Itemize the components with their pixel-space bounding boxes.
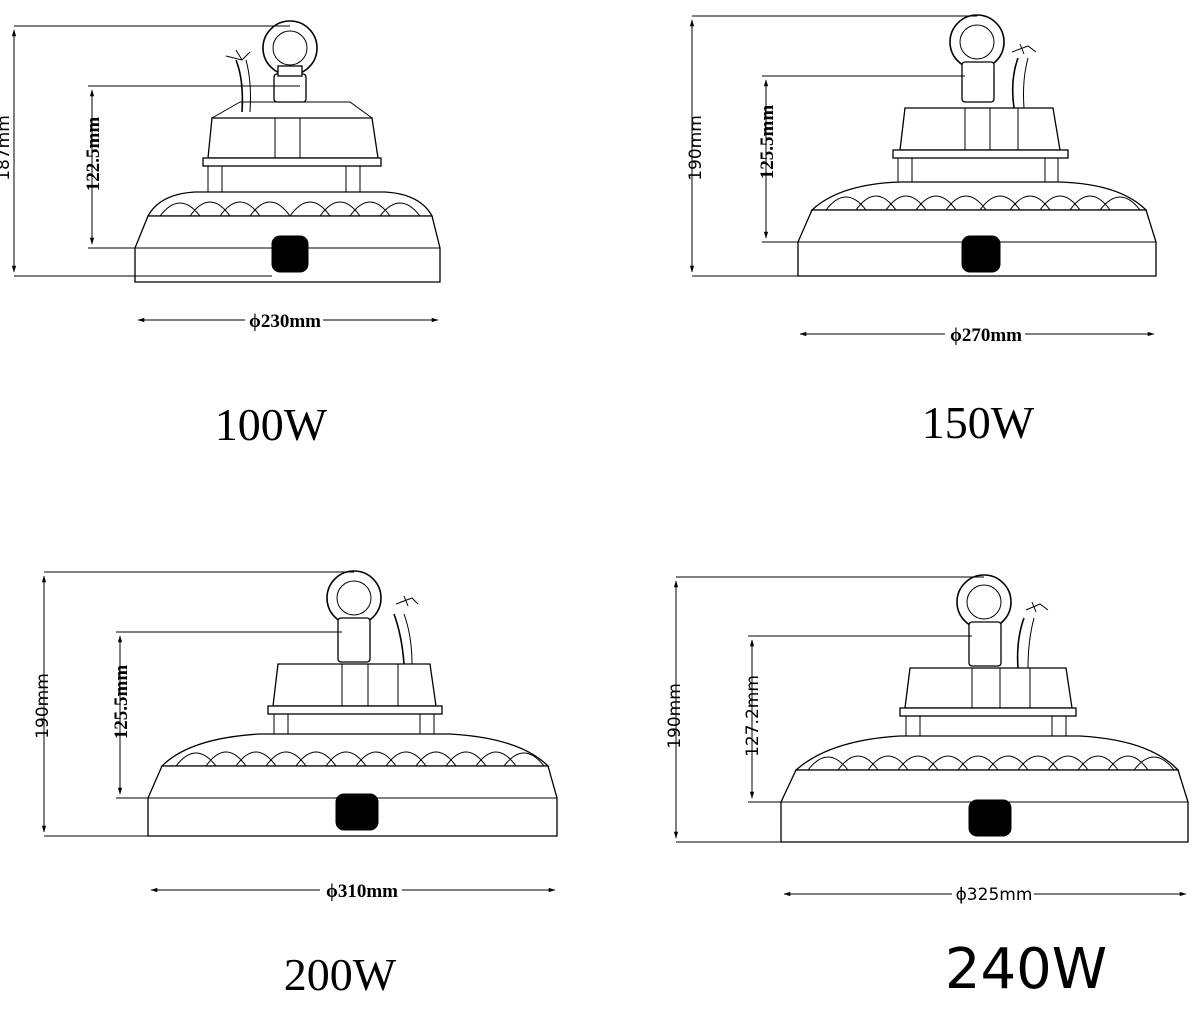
sensor-icon — [961, 235, 1001, 273]
wattage-label: 240W — [945, 937, 1107, 1002]
sensor-icon — [968, 799, 1012, 837]
lamp-150w-drawing: 190mm 125.5mm ϕ270mm 150W — [686, 14, 1157, 448]
heat-sink-fins — [146, 191, 434, 217]
driver-housing — [904, 667, 1073, 709]
body-height-label: 127.2mm — [743, 675, 763, 757]
cable-gland-icon — [235, 59, 244, 113]
diameter-label: ϕ270mm — [950, 325, 1022, 346]
overall-height-label: 190mm — [686, 115, 706, 181]
sensor-icon — [271, 235, 309, 273]
overall-height-label: 190mm — [665, 683, 685, 749]
lamp-200w-drawing: 190mm 125.5mm ϕ310mm 200W — [33, 570, 558, 1000]
cable-gland-icon — [1011, 57, 1019, 109]
sensor-icon — [335, 793, 379, 831]
diameter-label: ϕ310mm — [326, 881, 398, 902]
driver-housing — [899, 107, 1061, 151]
heat-sink-fins — [794, 735, 1180, 771]
hanging-ring-icon — [956, 574, 1012, 630]
wattage-label: 100W — [215, 399, 328, 450]
diameter-label: ϕ230mm — [249, 311, 321, 332]
wattage-label: 200W — [284, 949, 397, 1000]
diameter-label: ϕ325mm — [956, 885, 1033, 905]
lamp-240w-drawing: 190mm 127.2mm ϕ325mm 240W — [665, 574, 1189, 1002]
driver-housing — [207, 117, 379, 159]
heat-sink-fins — [810, 181, 1148, 211]
driver-housing — [272, 663, 437, 707]
overall-height-label: 190mm — [33, 673, 53, 739]
cable-gland-icon — [1016, 617, 1025, 669]
hanging-ring-icon — [949, 14, 1005, 70]
body-height-label: 125.5mm — [757, 105, 778, 180]
body-height-label: 125.5mm — [111, 665, 132, 740]
wattage-label: 150W — [922, 397, 1035, 448]
body-height-label: 122.5mm — [83, 117, 104, 192]
lamp-100w-drawing: 187mm 122.5mm ϕ230mm 100W — [0, 20, 441, 450]
heat-sink-fins — [160, 733, 550, 767]
overall-height-label: 187mm — [0, 115, 14, 181]
hanging-ring-icon — [326, 570, 382, 626]
cable-gland-icon — [393, 613, 405, 665]
